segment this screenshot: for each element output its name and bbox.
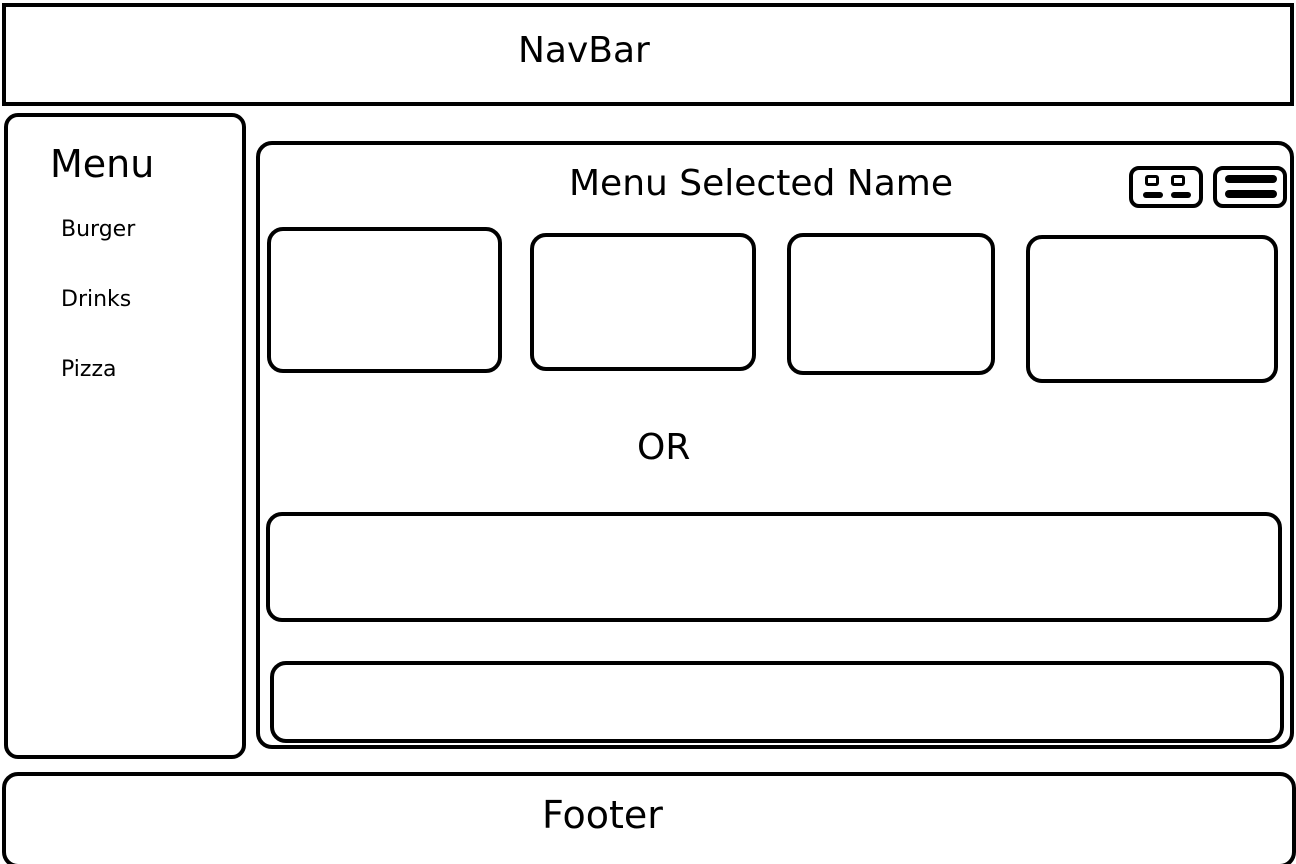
grid-card[interactable] xyxy=(1026,235,1278,383)
grid-card[interactable] xyxy=(530,233,756,371)
sidebar-item-burger[interactable]: Burger xyxy=(61,217,136,242)
list-row[interactable] xyxy=(266,512,1282,622)
or-separator: OR xyxy=(637,427,691,468)
menu-selected-title: Menu Selected Name xyxy=(569,163,953,204)
sidebar-heading: Menu xyxy=(50,142,155,186)
sidebar-menu: Menu Burger Drinks Pizza xyxy=(4,113,246,759)
list-view-button[interactable] xyxy=(1213,166,1287,208)
footer-title: Footer xyxy=(542,793,663,837)
main-content: Menu Selected Name OR xyxy=(256,141,1294,749)
grid-card[interactable] xyxy=(267,227,502,373)
navbar-title: NavBar xyxy=(518,30,650,71)
footer: Footer xyxy=(2,772,1296,864)
sidebar-item-pizza[interactable]: Pizza xyxy=(61,357,117,382)
grid-view-button[interactable] xyxy=(1129,166,1203,208)
grid-card[interactable] xyxy=(787,233,995,375)
list-row[interactable] xyxy=(270,661,1284,743)
navbar: NavBar xyxy=(2,3,1294,106)
sidebar-item-drinks[interactable]: Drinks xyxy=(61,287,132,312)
